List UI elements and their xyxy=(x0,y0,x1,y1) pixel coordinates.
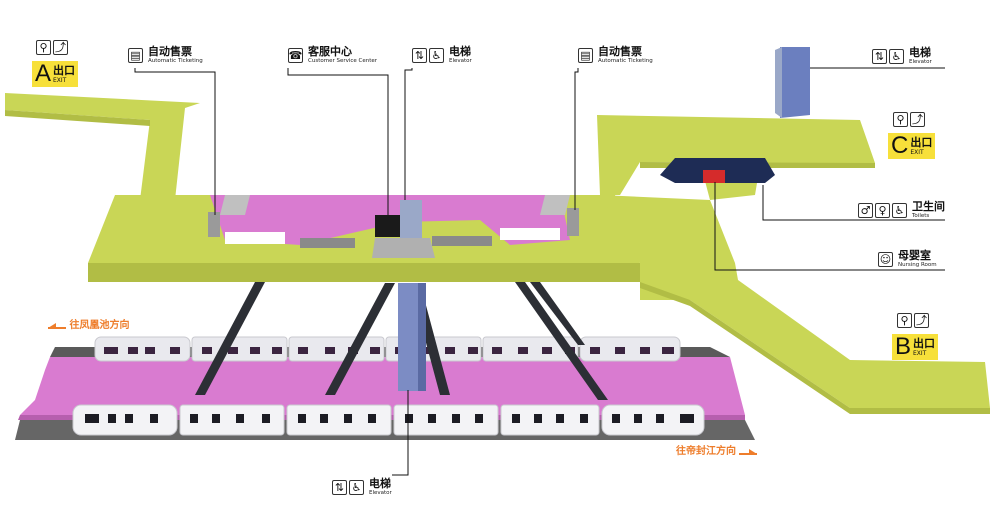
corridor-exit-a-face xyxy=(5,110,150,126)
fare-gates xyxy=(300,236,492,248)
exit-b-label: 出口 xyxy=(913,336,936,350)
label-toilets: ♂ ♀ ♿ 卫生间 Toilets xyxy=(858,201,945,220)
wheelchair-icon: ♿ xyxy=(429,48,444,63)
ticket-machine-left xyxy=(208,212,220,237)
island-platform xyxy=(20,357,745,415)
train-far xyxy=(94,336,681,362)
exit-c-letter: C xyxy=(891,132,909,159)
wheelchair-icon: ♿ xyxy=(892,203,907,218)
label-elevator-bottom: ⇅ ♿ 电梯 Elevator xyxy=(332,478,392,497)
exit-c-icons: ⚲ ⤴ xyxy=(893,112,927,127)
nursing-room-icon: ☺ xyxy=(878,252,893,267)
label-elevator-top: ⇅ ♿ 电梯 Elevator xyxy=(412,46,472,65)
ticket-machine-icon: ▤ xyxy=(128,48,143,63)
label-nursing-room: ☺ 母婴室 Nursing Room xyxy=(878,249,937,268)
stairs-icon: ⚲ xyxy=(893,112,908,127)
label-ticketing-left: ▤ 自动售票 Automatic Ticketing xyxy=(128,46,203,65)
concourse-front-face xyxy=(88,263,640,282)
exit-a-badge: A 出口 EXIT xyxy=(32,60,79,87)
toilet-icon: ♂ xyxy=(858,203,873,218)
exit-c-elevator-tower xyxy=(780,47,810,118)
direction-right: 往帝封江方向 xyxy=(676,442,758,457)
label-ticketing-right: ▤ 自动售票 Automatic Ticketing xyxy=(578,46,653,65)
exit-b-label-en: EXIT xyxy=(913,349,927,357)
elevator-icon: ⇅ xyxy=(332,480,347,495)
exit-c-badge: C 出口 EXIT xyxy=(888,132,936,159)
elevator-icon: ⇅ xyxy=(872,49,887,64)
deck-stairs xyxy=(220,195,570,215)
customer-service-icon: ☎ xyxy=(288,48,303,63)
escalator-icon: ⤴ xyxy=(914,313,929,328)
exit-b-badge: B 出口 EXIT xyxy=(892,333,939,360)
wheelchair-icon: ♿ xyxy=(349,480,364,495)
central-stair-landing xyxy=(372,238,435,258)
exit-a-icons: ⚲ ⤴ xyxy=(36,40,70,55)
direction-left: 往凤凰池方向 xyxy=(48,316,129,331)
exit-b-icons: ⚲ ⤴ xyxy=(897,313,931,328)
label-customer-service: ☎ 客服中心 Customer Service Center xyxy=(288,45,378,64)
ticket-machine-right xyxy=(567,208,579,236)
label-elevator-right: ⇅ ♿ 电梯 Elevator xyxy=(872,47,932,66)
corridor-exit-b-face xyxy=(640,282,990,414)
leader-lines xyxy=(134,67,945,476)
corridor-exit-b xyxy=(640,263,990,408)
paid-area-left-recess xyxy=(225,232,285,244)
stairs-icon: ⚲ xyxy=(36,40,51,55)
exit-a-label: 出口 xyxy=(53,63,76,77)
elevator-icon: ⇅ xyxy=(412,48,427,63)
exit-c-label-en: EXIT xyxy=(910,148,924,156)
right-deck xyxy=(600,195,735,263)
corridor-exit-a xyxy=(5,93,200,200)
exit-c-label: 出口 xyxy=(910,135,933,149)
escalator-icon: ⤴ xyxy=(910,112,925,127)
ticket-machine-icon: ▤ xyxy=(578,48,593,63)
stairs-icon: ⚲ xyxy=(897,313,912,328)
exit-a-label-en: EXIT xyxy=(53,76,67,84)
nursing-room-block xyxy=(703,170,725,183)
exit-a-letter: A xyxy=(35,60,52,87)
arrow-right-icon xyxy=(739,449,758,455)
concourse-elevator-core xyxy=(400,200,422,240)
train-near xyxy=(72,404,705,436)
customer-service-block xyxy=(375,215,400,237)
exit-b-letter: B xyxy=(895,333,912,360)
toilet-icon: ♀ xyxy=(875,203,890,218)
wheelchair-icon: ♿ xyxy=(889,49,904,64)
corridor-exit-c xyxy=(597,115,875,200)
escalator-icon: ⤴ xyxy=(53,40,68,55)
exit-c-elevator-tower-side xyxy=(775,47,782,118)
arrow-left-icon xyxy=(48,323,66,329)
paid-area-right-recess xyxy=(500,228,560,240)
elevator-shaft xyxy=(398,283,426,391)
